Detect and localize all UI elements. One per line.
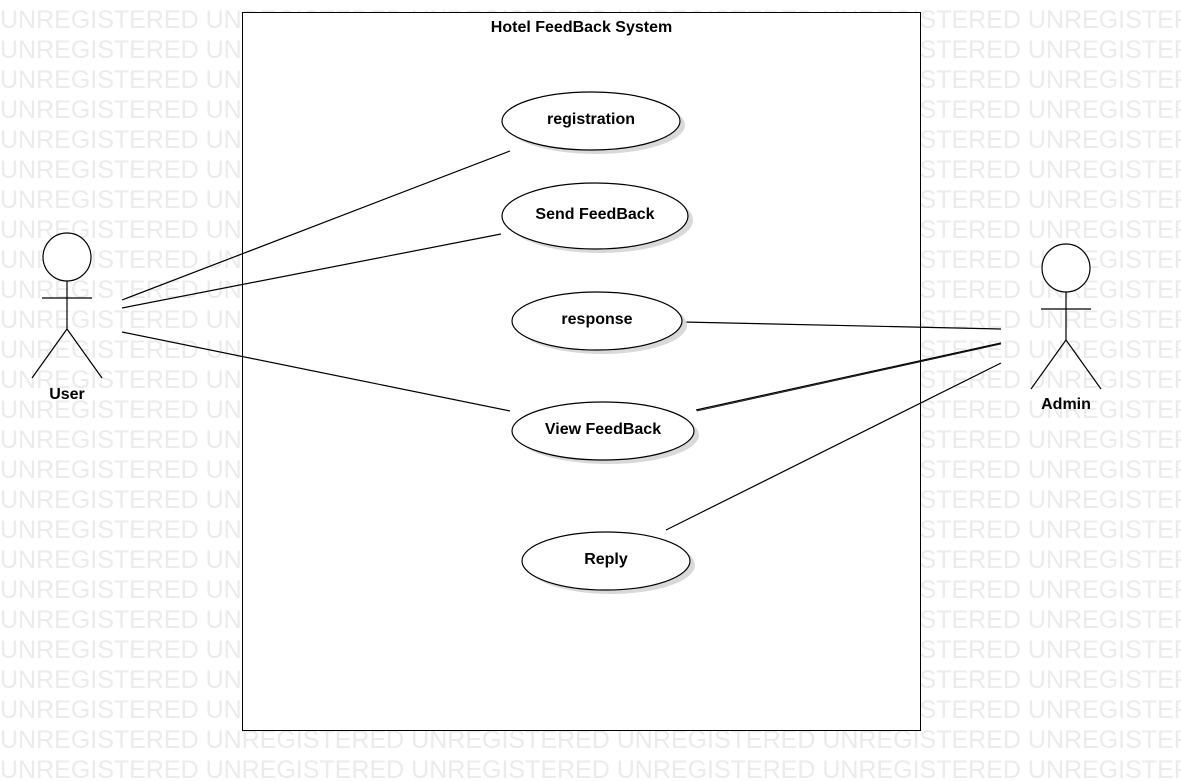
association-lines	[121, 150, 1002, 531]
use-case-label-response: response	[561, 311, 633, 328]
actor-user[interactable]	[31, 232, 103, 379]
association-line-admin-view-feedback-overdraw	[696, 343, 1002, 412]
use-case-label-view-feedback: View FeedBack	[544, 421, 662, 438]
actor-label-user: User	[49, 386, 85, 403]
actor-figures	[31, 232, 1102, 390]
use-case-label-reply: Reply	[584, 551, 628, 568]
association-line-user-view-feedback[interactable]	[121, 331, 511, 412]
association-line-user-send-feedback[interactable]	[121, 233, 502, 309]
actor-leg-right-admin	[1065, 339, 1102, 390]
use-case-view-feedback[interactable]	[511, 401, 695, 461]
actor-leg-right-user	[66, 328, 103, 379]
use-case-send-feedback[interactable]	[501, 182, 689, 250]
system-title: Hotel FeedBack System	[490, 19, 673, 36]
use-case-shapes	[501, 91, 699, 594]
use-case-registration[interactable]	[501, 91, 681, 151]
actor-head-admin	[1041, 243, 1091, 293]
association-line-admin-view-feedback[interactable]	[695, 342, 1002, 411]
actor-leg-left-user	[31, 328, 68, 379]
association-line-admin-reply[interactable]	[665, 362, 1002, 531]
actor-leg-left-admin	[1030, 339, 1067, 390]
use-case-reply[interactable]	[521, 531, 691, 591]
watermark-text: UNREGISTERED UNREGISTERED UNREGISTERED U…	[0, 756, 1181, 781]
use-case-label-send-feedback: Send FeedBack	[535, 206, 655, 223]
actor-admin[interactable]	[1030, 243, 1102, 390]
association-line-user-registration[interactable]	[121, 150, 511, 301]
use-case-label-registration: registration	[546, 111, 635, 128]
actor-head-user	[42, 232, 92, 282]
actor-label-admin: Admin	[1041, 396, 1091, 413]
use-case-response[interactable]	[511, 291, 683, 351]
association-line-admin-response[interactable]	[682, 321, 1002, 330]
